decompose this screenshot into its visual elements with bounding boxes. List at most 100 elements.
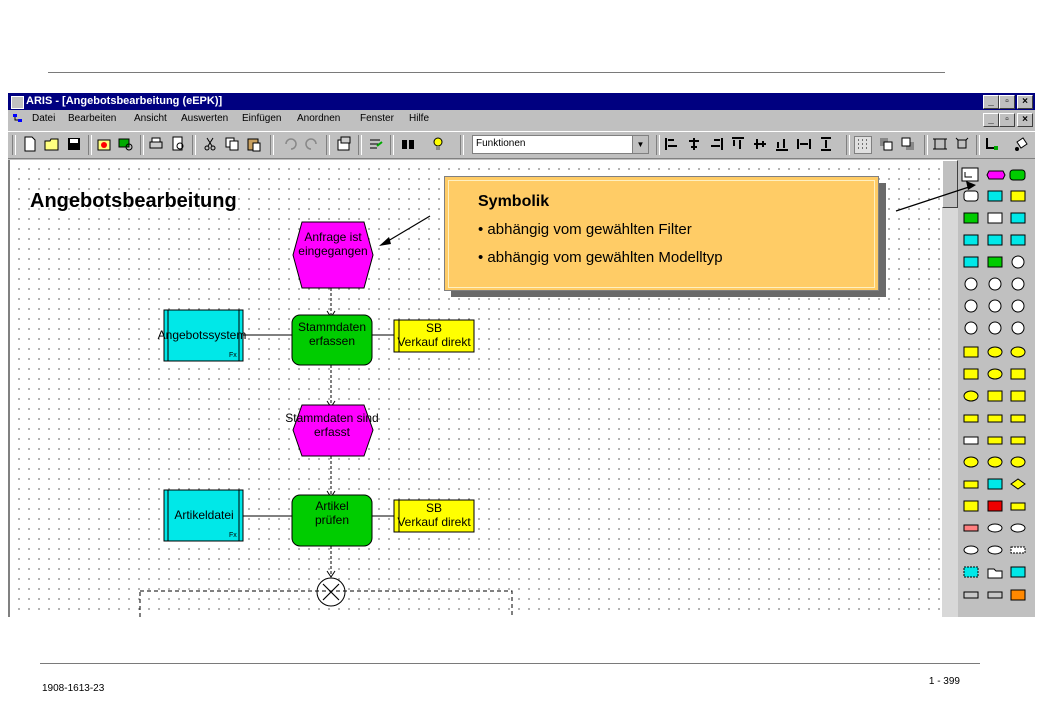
menu-datei[interactable]: Datei: [32, 113, 56, 124]
scrollbar-thumb[interactable]: [942, 160, 958, 208]
function-stammdaten-shape: [291, 314, 373, 366]
menu-einfuegen[interactable]: Einfügen: [242, 113, 282, 124]
model-icon[interactable]: [96, 136, 112, 152]
align-center-icon[interactable]: [686, 136, 702, 152]
callout-arrow-left: [382, 215, 431, 245]
undo-icon[interactable]: [282, 136, 298, 152]
epc-diagram: [139, 221, 513, 617]
space-vertical-icon[interactable]: [818, 136, 834, 152]
function-artikel-label: Artikel prüfen: [314, 499, 350, 527]
app-icon: [11, 96, 24, 109]
callout-bullet-modeltype: • abhängig vom gewählten Modelltyp: [478, 249, 723, 266]
symbolik-callout: Symbolik • abhängig vom gewählten Filter…: [444, 176, 879, 291]
menubar: Datei Bearbeiten Ansicht Auswerten Einfü…: [8, 110, 1035, 129]
function-stammdaten-label: Stammdaten erfassen: [297, 320, 367, 348]
dashed-frame: [139, 590, 513, 617]
event-stammdaten-label: Stammdaten sind erfasst: [285, 411, 379, 439]
properties-icon[interactable]: [336, 136, 352, 152]
org-sb1-shape: [393, 319, 475, 353]
open-icon[interactable]: [44, 136, 60, 152]
xor-connector-cross: [322, 583, 340, 601]
menu-fenster[interactable]: Fenster: [360, 113, 394, 124]
space-horizontal-icon[interactable]: [796, 136, 812, 152]
copy-icon[interactable]: [224, 136, 240, 152]
callout-heading: Symbolik: [478, 193, 550, 210]
send-back-icon[interactable]: [900, 136, 916, 152]
event-stammdaten-shape: [292, 404, 374, 457]
lightbulb-icon[interactable]: [430, 136, 446, 152]
redo-icon[interactable]: [304, 136, 320, 152]
document-icon: [13, 114, 22, 122]
toolbar-separator: [140, 135, 144, 155]
menu-anordnen[interactable]: Anordnen: [297, 113, 341, 124]
align-top-icon[interactable]: [730, 136, 746, 152]
toolbar-separator: [846, 135, 850, 155]
window-title: ARIS - [Angebotsbearbeitung (eEPK)]: [26, 95, 223, 107]
toolbar-grip: [12, 135, 16, 155]
system-artikeldatei-shape: [163, 489, 244, 542]
model-title: Angebotsbearbeitung: [30, 190, 237, 212]
doc-minimize-button[interactable]: _: [983, 113, 999, 127]
filter-select[interactable]: Funktionen ▼: [472, 135, 649, 154]
fx-badge: Fx: [229, 532, 237, 539]
org-sb1-label: SB Verkauf direkt: [397, 321, 471, 349]
system-angebotssystem-shape: [163, 309, 244, 362]
print-icon[interactable]: [148, 136, 164, 152]
symbol-palette: [958, 160, 1035, 617]
paste-icon[interactable]: [246, 136, 262, 152]
toolbar-separator: [270, 135, 274, 155]
print-preview-icon[interactable]: [170, 136, 186, 152]
doc-restore-button[interactable]: ▫: [999, 113, 1015, 127]
cut-icon[interactable]: [202, 136, 218, 152]
toolbar-separator: [460, 135, 464, 155]
event-anfrage-shape: [292, 221, 374, 289]
org-sb2-shape: [393, 499, 475, 533]
page-number: 1 - 399: [928, 676, 960, 687]
toolbar-separator: [924, 135, 928, 155]
menu-ansicht[interactable]: Ansicht: [134, 113, 167, 124]
menu-bearbeiten[interactable]: Bearbeiten: [68, 113, 117, 124]
bring-front-icon[interactable]: [878, 136, 894, 152]
grid-icon[interactable]: [854, 136, 872, 154]
align-middle-icon[interactable]: [752, 136, 768, 152]
connection-icon[interactable]: [984, 136, 1000, 152]
fill-icon[interactable]: [1013, 136, 1029, 152]
toolbar-separator: [390, 135, 394, 155]
close-button[interactable]: ×: [1017, 95, 1033, 109]
align-right-icon[interactable]: [708, 136, 724, 152]
filter-select-value: Funktionen: [476, 138, 526, 149]
save-icon[interactable]: [66, 136, 82, 152]
semantic-check-icon[interactable]: [368, 136, 384, 152]
restore-button[interactable]: ▫: [999, 95, 1015, 109]
align-bottom-icon[interactable]: [774, 136, 790, 152]
binoculars-icon[interactable]: [400, 136, 416, 152]
explorer-icon[interactable]: [118, 136, 134, 152]
menu-auswerten[interactable]: Auswerten: [181, 113, 229, 124]
callout-arrowhead-right: [966, 181, 976, 190]
vertical-scrollbar[interactable]: [942, 160, 958, 617]
toolbar: Funktionen ▼: [8, 131, 1035, 159]
fx-badge: Fx: [229, 352, 237, 359]
event-anfrage-label: Anfrage ist eingegangen: [298, 230, 368, 258]
minimize-button[interactable]: _: [983, 95, 999, 109]
chevron-down-icon[interactable]: ▼: [632, 136, 648, 153]
system-artikeldatei-label: Artikeldatei: [174, 508, 234, 522]
toolbar-separator: [358, 135, 362, 155]
function-artikel-shape: [291, 494, 373, 547]
toolbar-separator: [88, 135, 92, 155]
callout-arrow-right: [895, 185, 973, 212]
palette-symbols[interactable]: [958, 160, 1035, 617]
align-left-icon[interactable]: [664, 136, 680, 152]
callout-arrowhead-left: [379, 237, 391, 246]
doc-close-button[interactable]: ×: [1017, 113, 1033, 127]
menu-hilfe[interactable]: Hilfe: [409, 113, 430, 124]
toolbar-separator: [656, 135, 660, 155]
frame-icon[interactable]: [932, 136, 948, 152]
toolbar-separator: [976, 135, 980, 155]
layout-icon[interactable]: [954, 136, 970, 152]
connector-arrowhead: [326, 570, 336, 578]
callout-bullet-filter: • abhängig vom gewählten Filter: [478, 221, 692, 238]
document-id: 1908-1613-23: [42, 683, 105, 694]
new-icon[interactable]: [22, 136, 38, 152]
